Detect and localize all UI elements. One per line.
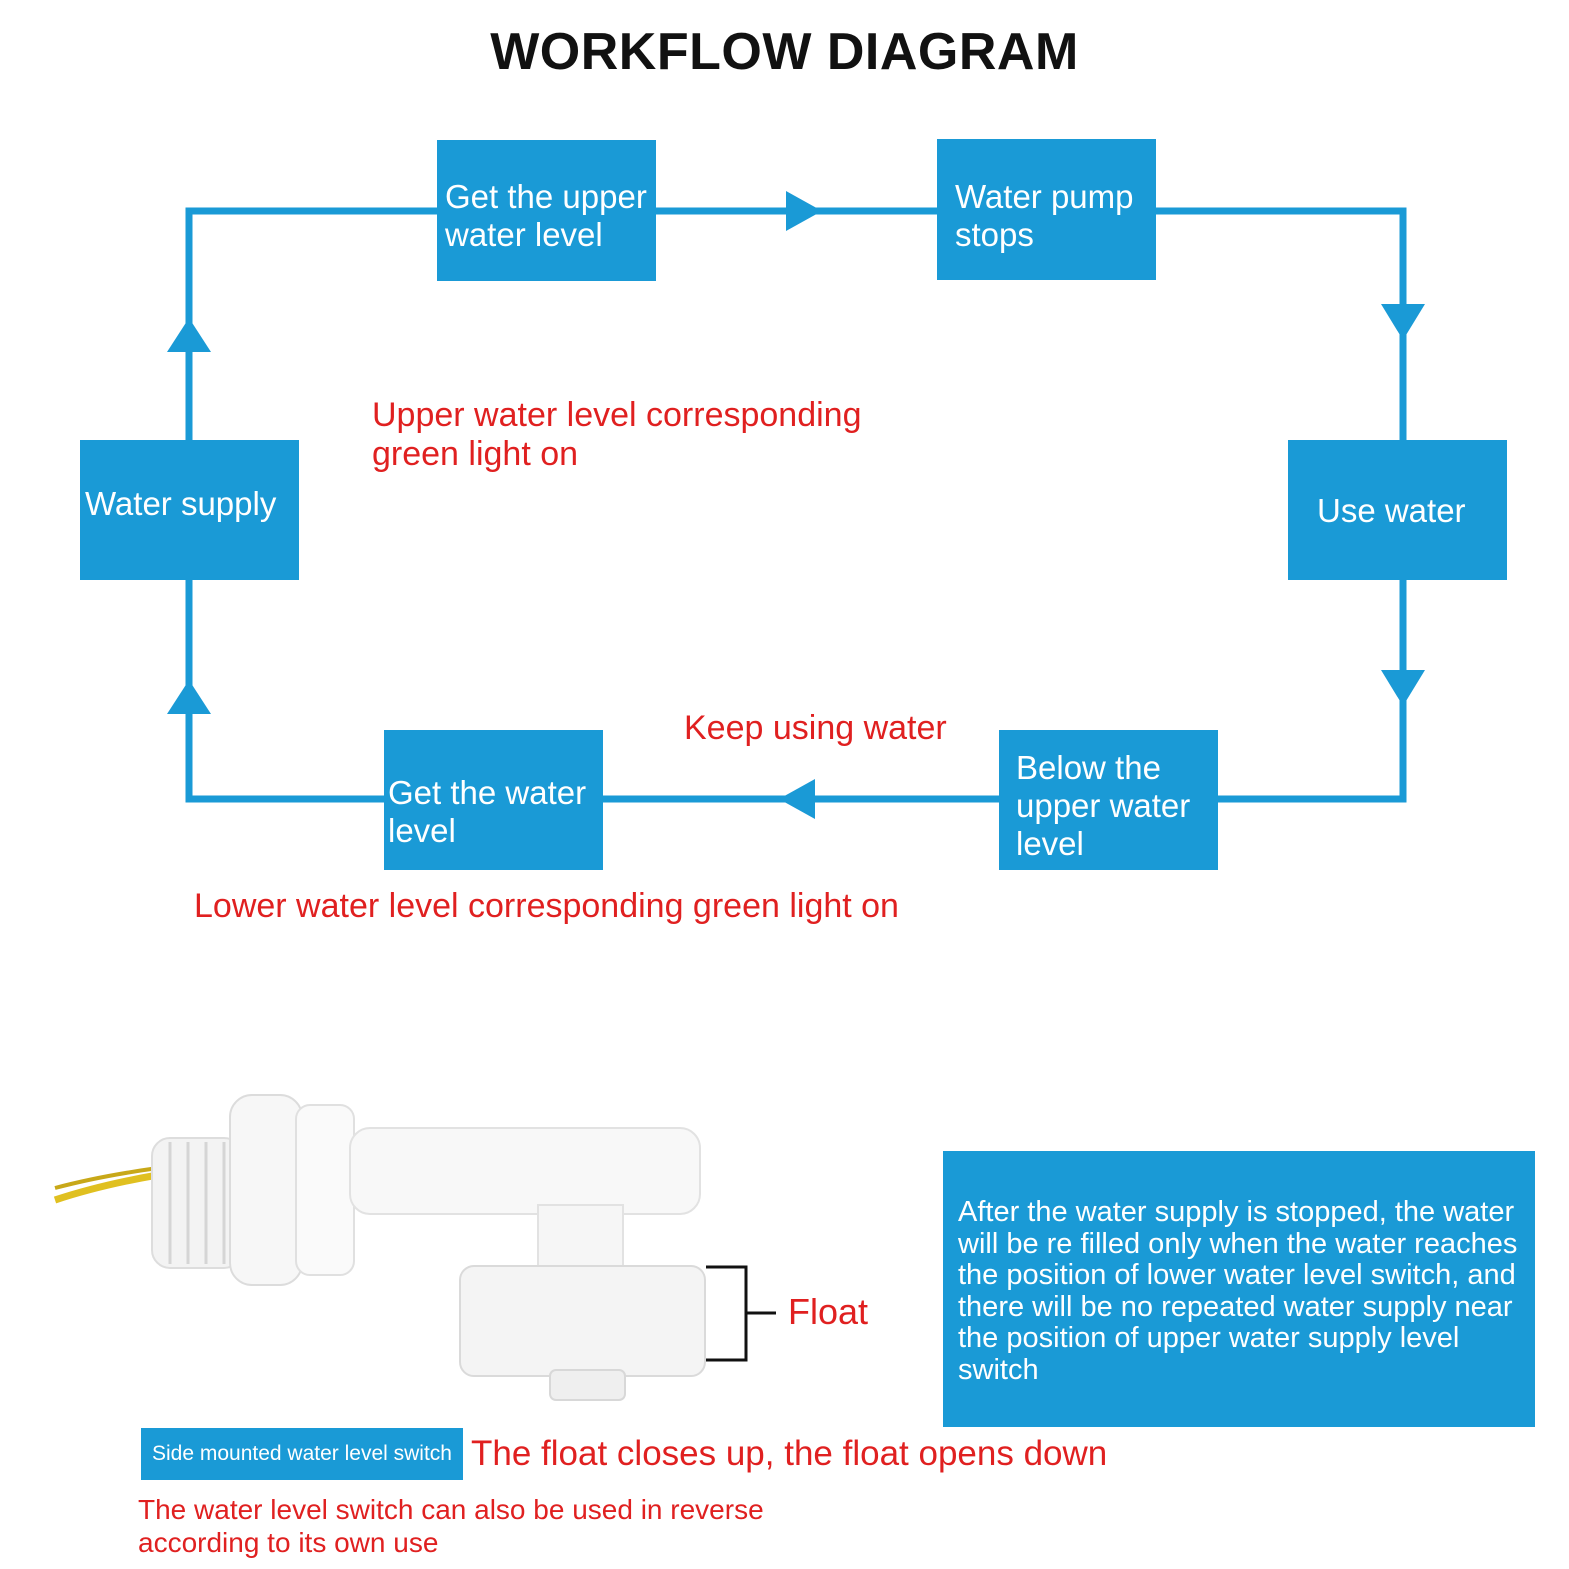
arrow-down-icon bbox=[1381, 304, 1425, 340]
page-title: WORKFLOW DIAGRAM bbox=[490, 23, 1079, 81]
annotation-keep-using-water: Keep using water bbox=[684, 709, 947, 747]
float-body bbox=[459, 1265, 706, 1377]
step-get-upper-water-level: Get the upper water level bbox=[437, 140, 656, 281]
reverse-use-note: The water level switch can also be used … bbox=[138, 1494, 764, 1558]
info-note-box: After the water supply is stopped, the w… bbox=[943, 1151, 1535, 1427]
step-label: Get the upper water level bbox=[445, 178, 647, 253]
switch-type-badge: Side mounted water level switch bbox=[141, 1428, 463, 1480]
connector-left-lower bbox=[185, 580, 384, 803]
float-behavior-caption: The float closes up, the float opens dow… bbox=[471, 1434, 1108, 1473]
connector-top bbox=[185, 207, 437, 440]
step-water-supply: Water supply bbox=[80, 440, 299, 580]
float-label: Float bbox=[788, 1291, 869, 1332]
horizontal-arm bbox=[349, 1127, 701, 1215]
connector-right-upper bbox=[1156, 207, 1407, 440]
float-cap bbox=[549, 1369, 626, 1401]
step-label: Water pump stops bbox=[955, 178, 1134, 253]
annotation-lower-green-light: Lower water level corresponding green li… bbox=[194, 887, 899, 925]
step-label: Use water bbox=[1317, 492, 1466, 529]
step-label: Water supply bbox=[85, 485, 277, 522]
arrow-up-icon bbox=[167, 680, 211, 714]
arrow-down-icon bbox=[1381, 670, 1425, 706]
step-water-pump-stops: Water pump stops bbox=[937, 139, 1156, 280]
step-get-water-level: Get the water level bbox=[384, 730, 603, 870]
step-below-upper-water-level: Below the upper water level bbox=[999, 730, 1218, 870]
step-label: Below the upper water level bbox=[1016, 749, 1191, 862]
step-use-water: Use water bbox=[1288, 440, 1507, 580]
flange bbox=[295, 1104, 355, 1276]
arrow-left-icon bbox=[779, 779, 815, 819]
annotation-upper-green-light: Upper water level corresponding green li… bbox=[372, 396, 862, 473]
float-switch-product-image bbox=[53, 1094, 776, 1401]
threaded-stem bbox=[151, 1137, 243, 1269]
step-label: Get the water level bbox=[388, 774, 587, 849]
float-bracket bbox=[706, 1265, 748, 1362]
yellow-wire bbox=[54, 1166, 159, 1190]
yellow-wire bbox=[53, 1171, 159, 1204]
arrow-right-icon bbox=[786, 191, 822, 231]
connector-right-lower bbox=[1217, 580, 1407, 803]
arrow-up-icon bbox=[167, 318, 211, 352]
hex-nut bbox=[229, 1094, 303, 1286]
